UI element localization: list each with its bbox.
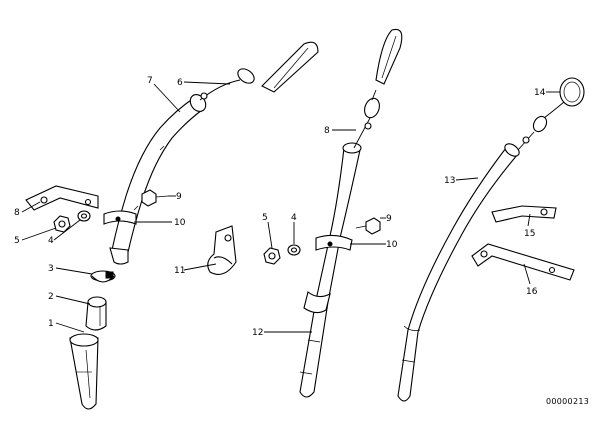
ring-pull-handle [517,77,585,151]
callout-9-left: 9 [176,192,182,202]
left-dipstick-assembly [25,41,319,410]
callout-8-center: 8 [324,126,330,136]
right-dipstick-assembly [397,77,585,402]
straight-guide-tube [299,142,362,398]
callout-labels: 1 2 3 4 5 8 7 6 9 10 11 5 4 9 10 8 12 13… [14,76,546,338]
callout-11: 11 [174,266,185,276]
callout-9-center: 9 [386,214,392,224]
small-bracket [491,205,557,223]
curved-guide-tube-right [397,143,520,402]
washer-center [287,244,301,256]
tube-bracket-clip-center [315,234,353,251]
hex-bolt [141,189,169,207]
hex-bolt-center [355,217,381,235]
washer [77,210,91,222]
curved-guide-tube [109,94,207,265]
dipstick-handle [199,41,319,101]
rubber-sleeve [85,296,107,331]
angle-bracket [207,225,237,275]
callout-2: 2 [48,292,54,302]
drawing-reference-number: 00000213 [546,397,589,406]
callout-14: 14 [534,88,546,98]
callout-4-center: 4 [291,213,297,223]
callout-3-left: 3 [48,264,54,274]
mounting-bracket [25,185,99,211]
callout-10-left: 10 [174,218,186,228]
callout-8-left: 8 [14,208,20,218]
leader-lines [21,81,560,333]
callout-15: 15 [524,229,535,239]
callout-7: 7 [147,76,153,86]
guide-tube-lower [69,333,99,410]
callout-5-left: 5 [14,236,20,246]
callout-5-center: 5 [262,213,268,223]
tube-bracket-clip [103,210,137,225]
center-dipstick-assembly [207,28,403,398]
callout-16: 16 [526,287,538,297]
callout-6: 6 [177,78,183,88]
callout-12: 12 [252,328,263,338]
callout-1: 1 [48,319,54,329]
callout-4-left: 4 [48,236,54,246]
hose-clamp [90,270,116,283]
hex-nut [53,215,71,233]
callout-13: 13 [444,176,455,186]
large-bracket [471,243,575,281]
callout-10-center: 10 [386,240,398,250]
hex-nut-center [263,247,281,265]
dipstick-handle-center [353,28,403,149]
